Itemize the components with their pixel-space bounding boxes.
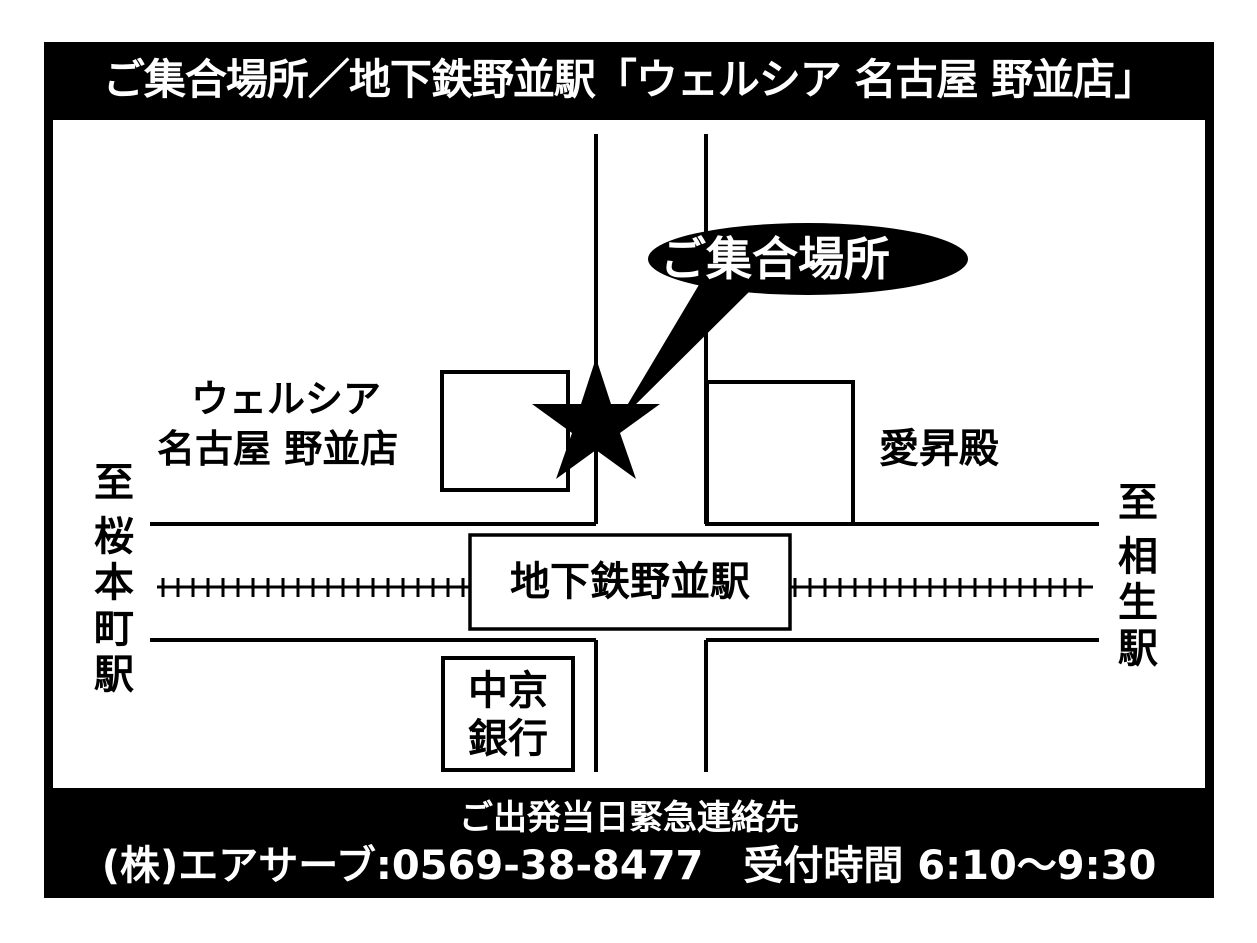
left-direction-char: 駅 (94, 652, 134, 698)
hall-building (705, 380, 855, 526)
page-title: ご集合場所／地下鉄野並駅「ウェルシア 名古屋 野並店」 (102, 55, 1156, 104)
store-label-line1: ウェルシア (191, 377, 382, 421)
contact-heading: ご出発当日緊急連絡先 (459, 798, 799, 838)
railway-ticks (161, 578, 1082, 597)
bank-label-line1: 中京 (468, 668, 548, 714)
left-direction-char: 町 (94, 606, 134, 652)
map-card: ご集合場所／地下鉄野並駅「ウェルシア 名古屋 野並店」 (44, 42, 1214, 898)
right-direction-label: 至 相 生 駅 (1115, 480, 1161, 672)
right-direction-char: 至 (1118, 480, 1158, 526)
callout-bubble (648, 223, 968, 295)
hall-label: 愛昇殿 (879, 426, 999, 472)
star-icon (532, 358, 660, 479)
right-direction-char: 駅 (1118, 626, 1158, 672)
left-direction-char: 至 (94, 460, 134, 506)
map-drawing (150, 134, 1099, 772)
station-label: 地下鉄野並駅 (510, 559, 750, 605)
bank-label-line2: 銀行 (468, 716, 548, 762)
left-direction-char: 桜 (94, 514, 134, 560)
meeting-point-label: ご集合場所 (660, 232, 890, 286)
map-area: ご集合場所 ウェルシア 名古屋 野並店 愛昇殿 地下鉄野並駅 中京 銀行 至 桜… (53, 120, 1205, 788)
left-direction-label: 至 桜 本 町 駅 (91, 460, 137, 698)
station-box (468, 533, 792, 631)
callout-pointer (616, 278, 753, 424)
left-direction-char: 本 (94, 560, 134, 606)
emergency-contact: ご出発当日緊急連絡先 (株)エアサーブ:0569-38-8477 受付時間 6:… (44, 790, 1214, 898)
store-building (440, 370, 570, 492)
bank-building (441, 656, 575, 772)
right-direction-char: 生 (1118, 580, 1158, 626)
store-label-line2: 名古屋 野並店 (157, 427, 399, 471)
right-direction-char: 相 (1118, 534, 1158, 580)
contact-details: (株)エアサーブ:0569-38-8477 受付時間 6:10〜9:30 (101, 843, 1157, 889)
